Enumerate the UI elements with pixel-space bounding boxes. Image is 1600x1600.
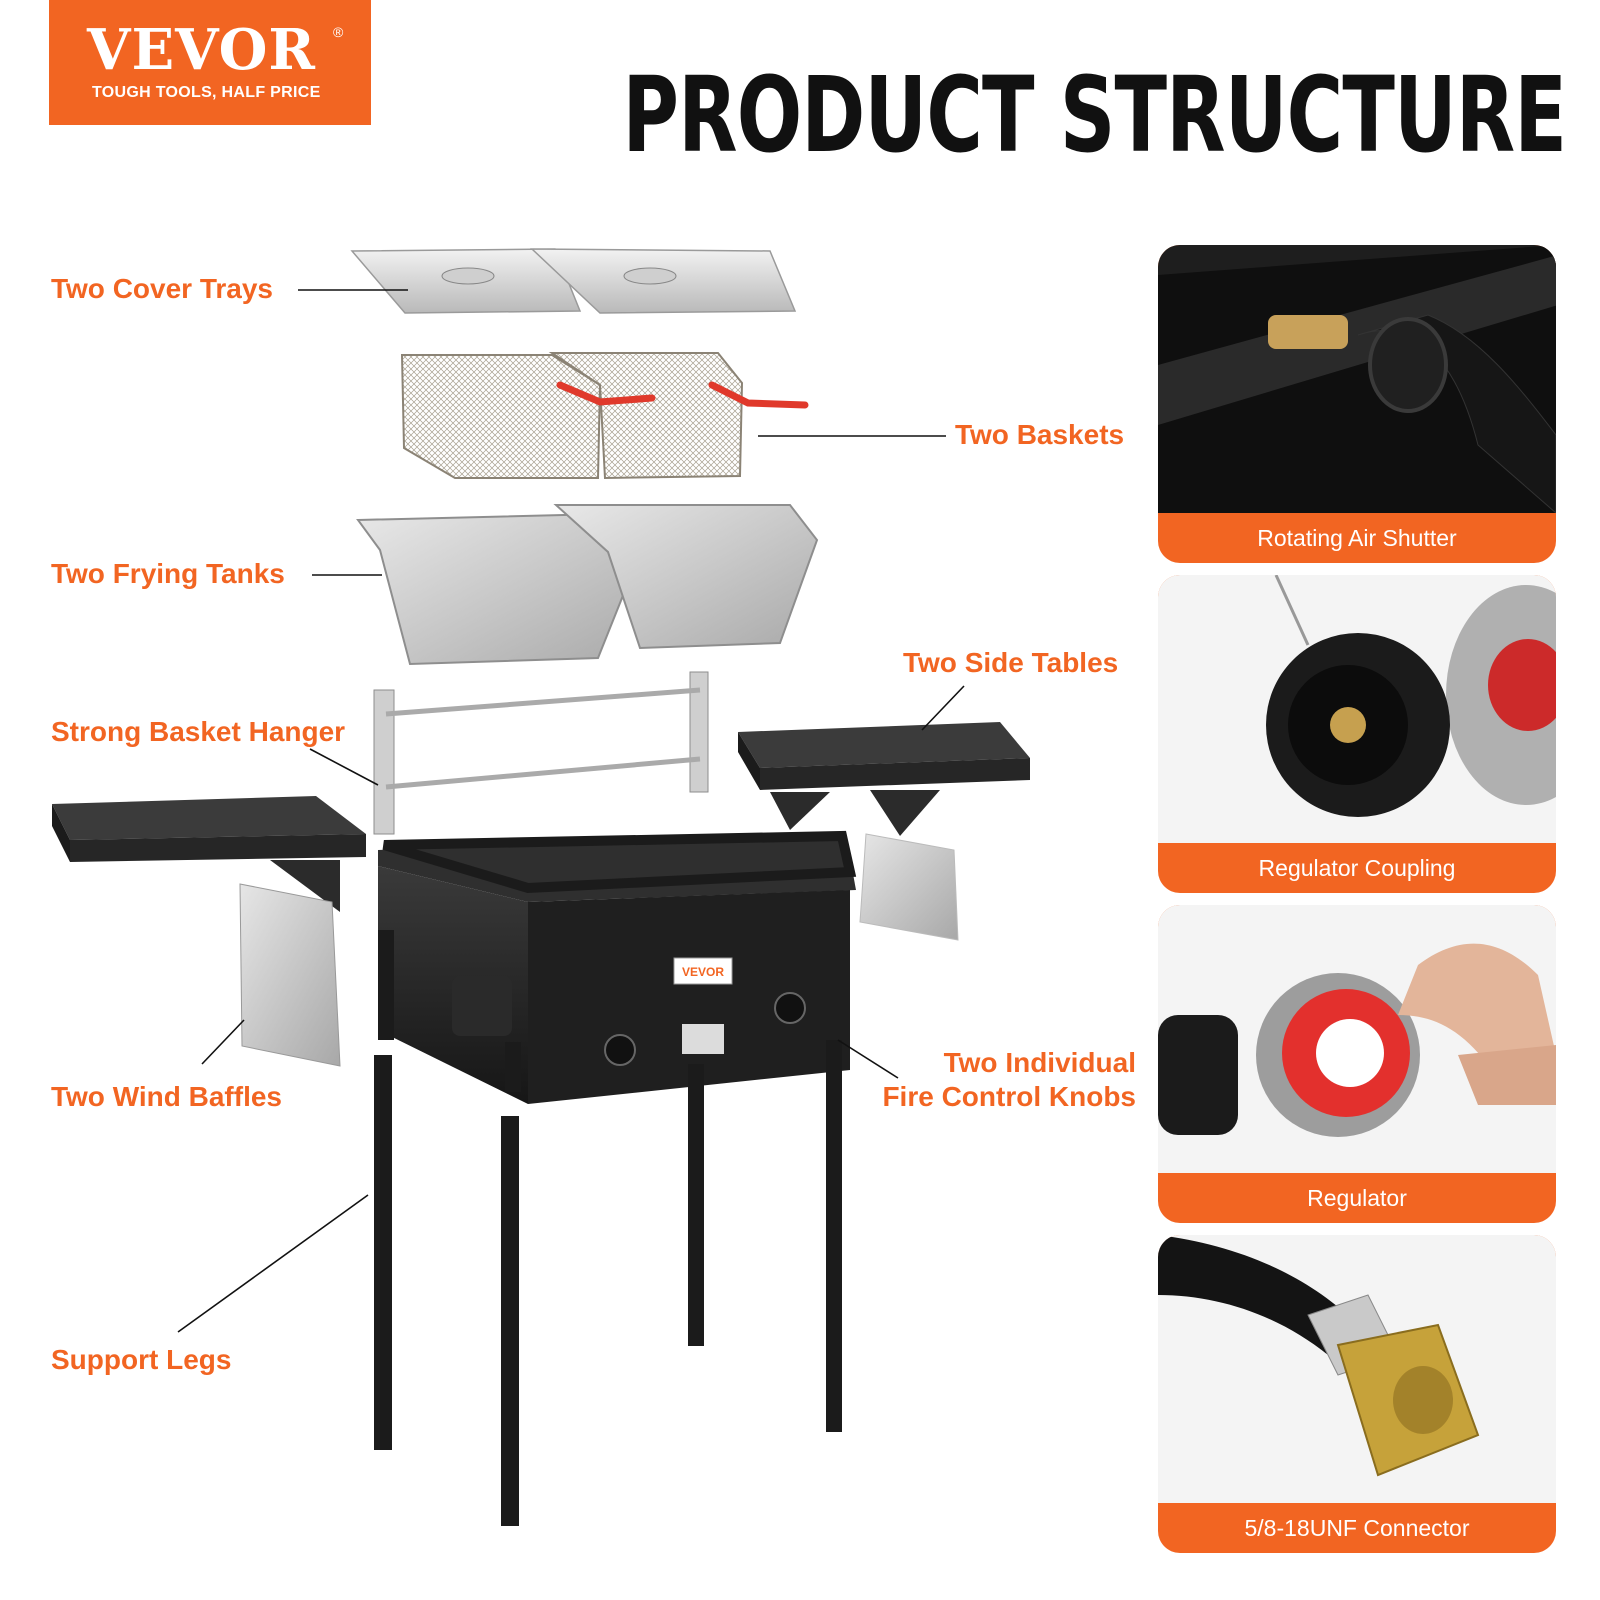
brand-tagline: TOUGH TOOLS, HALF PRICE xyxy=(92,84,321,101)
callout-basket-hanger: Strong Basket Hanger xyxy=(51,716,346,747)
connector-photo xyxy=(1158,1235,1556,1503)
fryer-body: VEVOR xyxy=(378,830,857,1104)
callout-baskets: Two Baskets xyxy=(955,419,1125,450)
basket-hanger xyxy=(373,671,709,835)
caption-regulator: Regulator xyxy=(1307,1185,1407,1211)
callout-side-tables: Two Side Tables xyxy=(903,647,1119,678)
regulator-coupling-photo xyxy=(1158,575,1556,843)
page-title: PRODUCT STRUCTURE xyxy=(622,54,1566,176)
detail-card-connector: 5/8-18UNF Connector xyxy=(1158,1235,1556,1553)
callout-knobs-line2: Fire Control Knobs xyxy=(882,1080,1136,1112)
regulator-photo xyxy=(1158,905,1556,1173)
fire-control-knob-right[interactable] xyxy=(774,992,806,1024)
callout-knobs-line1: Two Individual xyxy=(943,1047,1136,1078)
brand-name: VEVOR xyxy=(87,17,316,83)
callout-fire-control-knobs: Two Individual Fire Control Knobs xyxy=(860,1046,1136,1113)
callout-frying-tanks: Two Frying Tanks xyxy=(51,558,285,589)
support-legs xyxy=(374,930,842,1526)
detail-card-regulator: Regulator xyxy=(1158,905,1556,1223)
side-table-right xyxy=(738,722,1030,836)
caption-air-shutter: Rotating Air Shutter xyxy=(1257,525,1457,551)
fryer-badge: VEVOR xyxy=(682,965,724,979)
wind-baffles xyxy=(239,833,959,1067)
frying-baskets xyxy=(400,352,809,480)
air-shutter-photo xyxy=(1158,245,1556,513)
fire-control-knob-left[interactable] xyxy=(604,1034,636,1066)
product-diagram: VEVOR xyxy=(52,248,1030,1526)
callout-wind-baffles: Two Wind Baffles xyxy=(51,1081,282,1112)
callout-cover-trays: Two Cover Trays xyxy=(51,273,274,304)
caption-connector: 5/8-18UNF Connector xyxy=(1244,1515,1470,1541)
registered-mark: ® xyxy=(333,24,344,40)
frying-tanks xyxy=(356,504,819,666)
detail-card-regulator-coupling: Regulator Coupling xyxy=(1158,575,1556,893)
cover-trays xyxy=(350,248,797,314)
caption-regulator-coupling: Regulator Coupling xyxy=(1258,855,1456,881)
detail-card-air-shutter: Rotating Air Shutter xyxy=(1158,245,1556,563)
callout-support-legs: Support Legs xyxy=(51,1344,232,1375)
leader-lines xyxy=(177,289,965,1333)
side-table-left xyxy=(52,796,366,912)
brand-logo: VEVOR ® TOUGH TOOLS, HALF PRICE xyxy=(49,0,371,125)
